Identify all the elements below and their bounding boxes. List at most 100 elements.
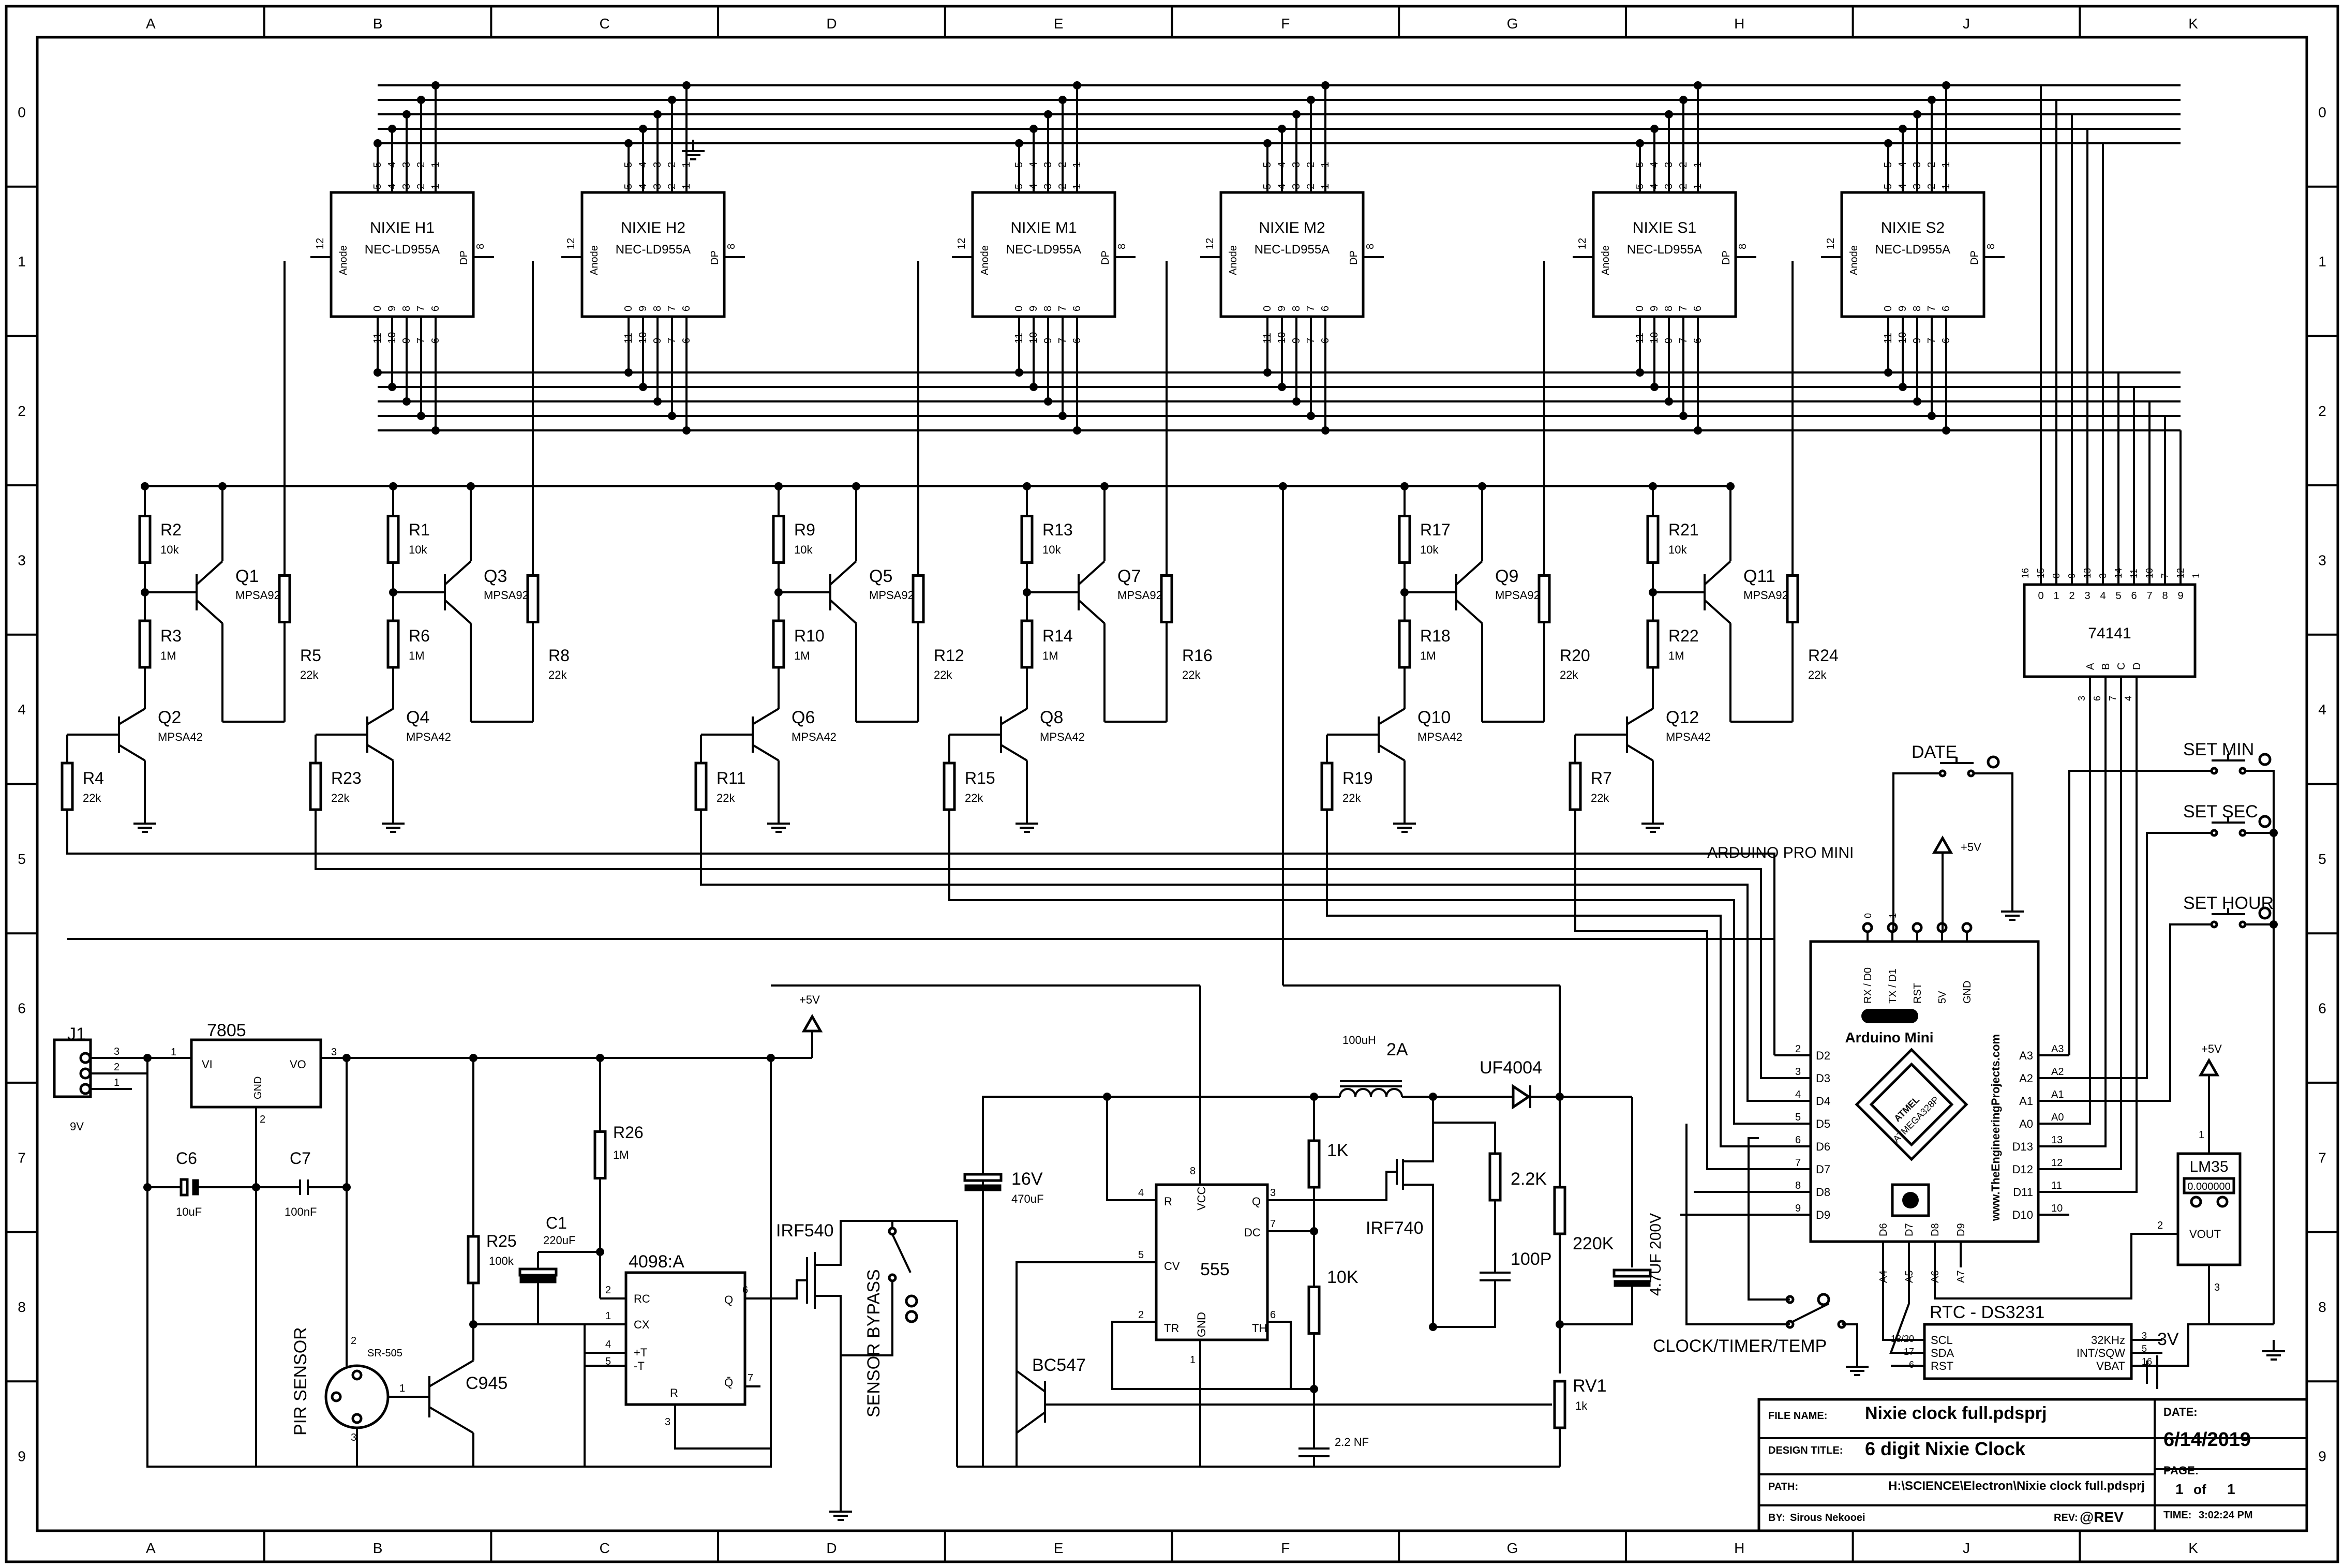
arduino-pro-mini[interactable]: ARDUINO PRO MINI Arduino Mini ATMEL ATME… bbox=[66, 704, 2138, 1283]
junction-dot bbox=[374, 368, 382, 377]
lm35-sensor[interactable]: LM35 0.000000 VOUT bbox=[2176, 1152, 2242, 1266]
decoder-pin-number: 11 bbox=[2129, 569, 2139, 578]
ground-symbol bbox=[1016, 812, 1038, 833]
pin-number: 7 bbox=[1270, 1218, 1276, 1230]
timer-pin-dc: DC bbox=[1244, 1226, 1261, 1239]
set-hour-button[interactable]: SET HOUR bbox=[2183, 893, 2274, 929]
resistor-R11 bbox=[694, 761, 708, 811]
pin-number: 5 bbox=[605, 1356, 611, 1367]
value-R12: 22k bbox=[934, 668, 952, 681]
pin-number: 8 bbox=[1042, 306, 1054, 311]
pin-number: 11 bbox=[1883, 333, 1894, 344]
rtc-right-pin: 32KHz bbox=[2091, 1334, 2125, 1347]
arduino-bottom-pin: D7 bbox=[1904, 1223, 1915, 1236]
mode-switch[interactable]: CLOCK/TIMER/TEMP bbox=[1653, 1124, 1869, 1376]
junction-dot bbox=[682, 426, 691, 435]
pin-number: 9 bbox=[386, 306, 398, 311]
label-cap-out: 4.7UF 200V bbox=[1647, 1213, 1664, 1296]
pin-number: 7 bbox=[1305, 338, 1317, 344]
nixie-tube-1[interactable]: NIXIE H1NEC-LD955A5544332211011910897766… bbox=[310, 162, 494, 344]
pin-number: 4 bbox=[1138, 1187, 1144, 1199]
junction-dot bbox=[1899, 125, 1907, 133]
arduino-website: www.TheEngineeringProjects.com bbox=[1989, 1034, 2002, 1221]
pin-number: 6 bbox=[681, 338, 692, 344]
nixie-tube-2[interactable]: NIXIE H2NEC-LD955A5544332211011910897766… bbox=[561, 162, 745, 344]
mono-pin-cx: CX bbox=[634, 1318, 650, 1331]
label-Q3: Q3 bbox=[484, 566, 507, 586]
pin-number: 9 bbox=[1291, 338, 1302, 344]
set-sec-button-label: SET SEC bbox=[2183, 802, 2258, 822]
junction-dot bbox=[653, 110, 662, 118]
value-R23: 22k bbox=[331, 792, 350, 804]
connector-pin-number: 2 bbox=[114, 1062, 120, 1073]
pin-number: 6 bbox=[1270, 1309, 1276, 1321]
label-100p: 100P bbox=[1511, 1249, 1551, 1269]
nixie-tube-6[interactable]: NIXIE S2NEC-LD955A5544332211011910897766… bbox=[1821, 162, 2005, 344]
pin-number: 12 bbox=[1204, 238, 1216, 249]
decoder-pin-number: 14 bbox=[2113, 568, 2124, 578]
arduino-bottom-pin: D6 bbox=[1878, 1223, 1889, 1236]
pin-number: 1 bbox=[1320, 184, 1331, 189]
reset-button[interactable] bbox=[1891, 1183, 1930, 1217]
dp-label: DP bbox=[1348, 250, 1360, 265]
junction-dot bbox=[388, 125, 396, 133]
pin-number: 7 bbox=[1678, 338, 1689, 344]
pin-number: 4 bbox=[1028, 184, 1039, 189]
label-4098: 4098:A bbox=[629, 1252, 684, 1272]
ground-symbol bbox=[1641, 812, 1664, 833]
frame-col-label: G bbox=[1507, 16, 1518, 32]
monostable-4098[interactable] bbox=[624, 1271, 747, 1406]
arduino-pin-number: 13 bbox=[2051, 1134, 2063, 1146]
rtc-pin-number: 3 bbox=[2142, 1331, 2147, 1341]
arduino-pin-number: 4 bbox=[1795, 1089, 1801, 1100]
date-button[interactable]: DATE bbox=[1912, 742, 2000, 778]
junction-dot bbox=[1015, 139, 1023, 147]
regulator-7805[interactable] bbox=[190, 1038, 322, 1109]
frame-row-label: 6 bbox=[2318, 1000, 2326, 1017]
value-cap-16v: 470uF bbox=[1011, 1192, 1043, 1205]
nixie-tube-3[interactable]: NIXIE M1NEC-LD955A5544332211011910897766… bbox=[952, 162, 1136, 344]
decoder-pin-number: 12 bbox=[2175, 568, 2186, 578]
junction-dot bbox=[1278, 125, 1286, 133]
value-R17: 10k bbox=[1420, 543, 1439, 556]
label-220k: 220K bbox=[1573, 1234, 1614, 1253]
ground-symbol bbox=[382, 812, 405, 833]
pin-number: 10 bbox=[1649, 332, 1660, 344]
nixie-tube-4[interactable]: NIXIE M2NEC-LD955A5544332211011910897766… bbox=[1200, 162, 1384, 344]
ground-symbol bbox=[133, 812, 156, 833]
potentiometer-rv1[interactable] bbox=[1553, 1380, 1566, 1429]
by-value: Sirous Nekooei bbox=[1790, 1512, 1865, 1524]
nixie-tube-5[interactable]: NIXIE S1NEC-LD955A5544332211011910897766… bbox=[1573, 162, 1756, 344]
value-R9: 10k bbox=[794, 543, 813, 556]
pin-number: 3 bbox=[351, 1432, 356, 1443]
pin-number: 3 bbox=[401, 184, 412, 189]
label-R24: R24 bbox=[1808, 646, 1839, 665]
frame-row-label: 5 bbox=[18, 851, 26, 867]
ground-symbol bbox=[829, 1500, 852, 1521]
part-Q8: MPSA42 bbox=[1040, 730, 1085, 743]
pin-number: 12 bbox=[1825, 238, 1837, 249]
junction-dot bbox=[1321, 81, 1330, 89]
arduino-left-pin: D6 bbox=[1816, 1140, 1830, 1153]
junction-dot bbox=[1694, 426, 1702, 435]
set-min-button[interactable]: SET MIN bbox=[2183, 740, 2272, 775]
value-R18: 1M bbox=[1420, 649, 1436, 662]
pin-number: 0 bbox=[623, 306, 634, 311]
pin-number: 8 bbox=[1663, 306, 1675, 311]
rtc-right-pin: INT/SQW bbox=[2077, 1347, 2125, 1360]
pin-number: 8 bbox=[726, 244, 737, 249]
path-value: H:\SCIENCE\Electron\Nixie clock full.pds… bbox=[1888, 1479, 2145, 1493]
set-sec-button[interactable]: SET SEC bbox=[2183, 802, 2272, 837]
nixie-name: NIXIE S2 bbox=[1881, 219, 1945, 236]
timer-pin-vcc: VCC bbox=[1195, 1186, 1208, 1211]
junction-dot bbox=[1942, 426, 1950, 435]
timer-555[interactable] bbox=[1155, 1183, 1269, 1341]
pin-number: 1 bbox=[430, 184, 441, 189]
frame-col-label: G bbox=[1507, 1540, 1518, 1556]
frame-col-label: B bbox=[373, 16, 383, 32]
label-Q1: Q1 bbox=[235, 566, 259, 586]
